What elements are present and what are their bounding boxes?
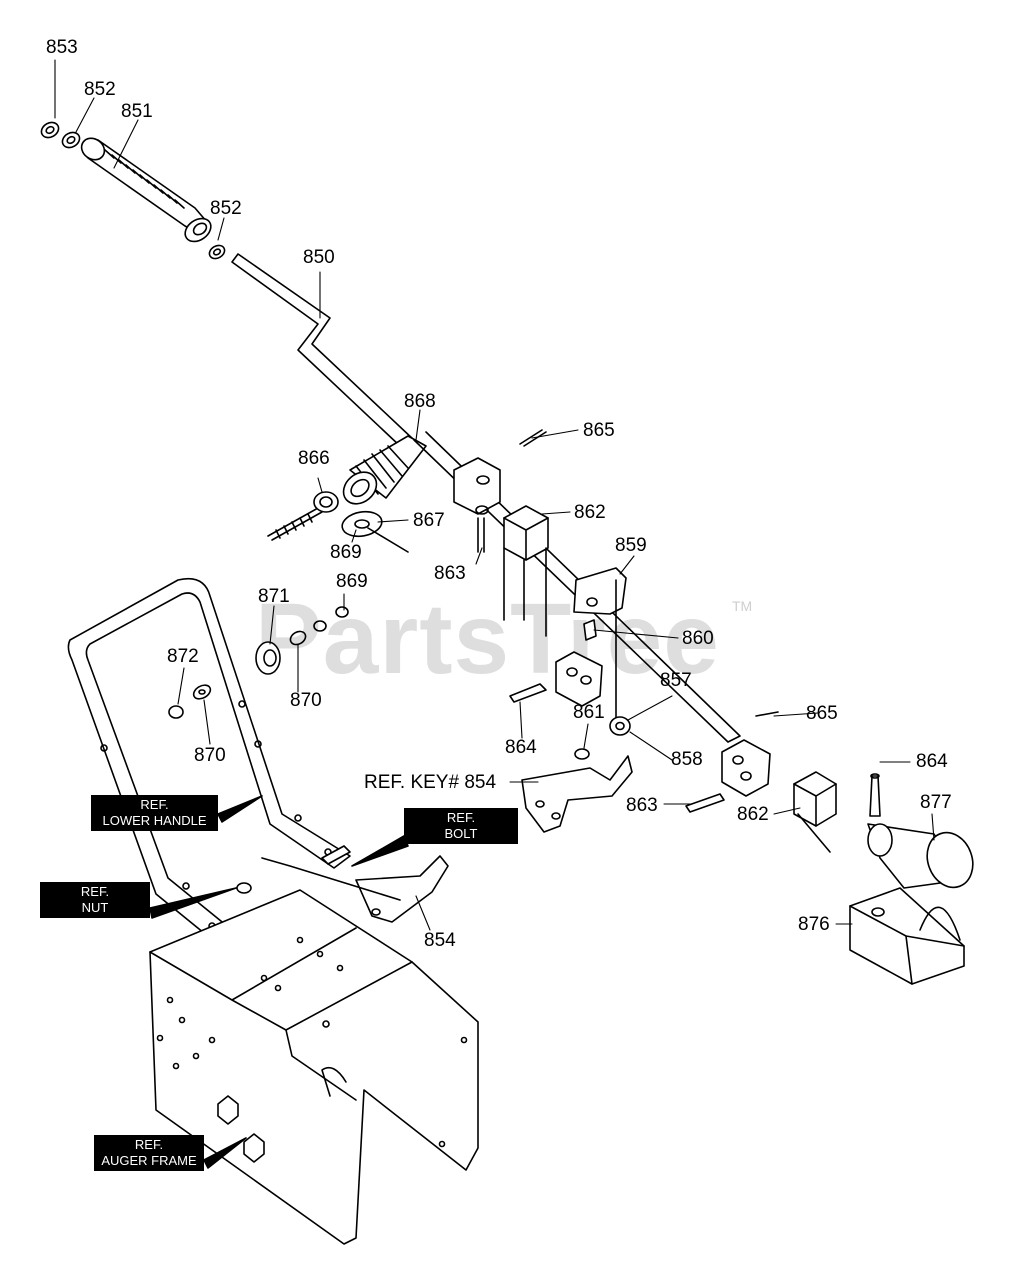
rod-850 <box>231 253 415 447</box>
ref-bolt-line1: REF. <box>446 810 476 825</box>
spring-868 <box>342 431 741 743</box>
label-858: 858 <box>671 749 703 770</box>
ref-bolt-line2: BOLT <box>444 826 478 841</box>
cylinder-877 <box>867 823 974 889</box>
ref-bolt: REF. BOLT <box>404 808 518 844</box>
washer-870-upper <box>289 630 307 646</box>
label-865-lower: 865 <box>806 703 838 724</box>
label-866: 866 <box>298 448 330 469</box>
label-871: 871 <box>258 586 290 607</box>
washer-858 <box>609 716 631 736</box>
label-870-lower: 870 <box>194 745 226 766</box>
ref-nut-line1: REF. <box>80 884 110 899</box>
label-870-upper: 870 <box>290 690 322 711</box>
ref-auger-frame-line2: AUGER FRAME <box>101 1153 197 1168</box>
label-863-upper: 863 <box>434 563 466 584</box>
bracket-upper <box>453 429 547 553</box>
bolt-860 <box>583 619 597 641</box>
washer-867 <box>341 510 409 553</box>
pin-864-right <box>869 773 881 817</box>
label-876: 876 <box>798 914 830 935</box>
label-854: 854 <box>424 930 456 951</box>
watermark: PartsTree <box>255 583 720 695</box>
label-864-left: 864 <box>505 737 537 758</box>
ref-lower-handle-line2: LOWER HANDLE <box>102 813 207 828</box>
bracket-854-ref <box>521 755 633 833</box>
label-867: 867 <box>413 510 445 531</box>
auger-frame <box>149 889 479 1245</box>
label-ref-key-854: REF. KEY# 854 <box>364 772 497 793</box>
eyebolt-866 <box>267 491 339 541</box>
label-868: 868 <box>404 391 436 412</box>
label-852-lower: 852 <box>210 198 242 219</box>
label-860: 860 <box>682 628 714 649</box>
block-876 <box>849 887 965 985</box>
label-872: 872 <box>167 646 199 667</box>
part-871 <box>255 641 281 675</box>
nut-ref <box>236 882 252 894</box>
leader-lines <box>54 59 935 931</box>
watermark-tm: TM <box>732 598 753 614</box>
washer-852-lower <box>208 244 226 260</box>
label-865-upper: 865 <box>583 420 615 441</box>
label-869-b: 869 <box>336 571 368 592</box>
label-862-upper: 862 <box>574 502 606 523</box>
washer-869-pair <box>313 606 349 632</box>
ref-arrows <box>149 795 409 1169</box>
clip-859 <box>573 567 627 721</box>
label-852-top: 852 <box>84 79 116 100</box>
ref-auger-frame-line1: REF. <box>134 1137 164 1152</box>
bracket-right <box>685 711 779 813</box>
grip-851 <box>80 137 212 243</box>
pin-864-left <box>509 683 547 703</box>
washer-853 <box>40 121 60 139</box>
label-864-right: 864 <box>916 751 948 772</box>
block-862-upper <box>503 505 549 637</box>
label-863-lower: 863 <box>626 795 658 816</box>
bracket-mid <box>555 651 603 707</box>
washer-870-lower <box>192 684 212 700</box>
ref-auger-frame: REF. AUGER FRAME <box>94 1135 204 1171</box>
bolt-ref <box>321 845 351 865</box>
label-859: 859 <box>615 535 647 556</box>
label-851: 851 <box>121 101 153 122</box>
bracket-854 <box>261 855 449 923</box>
ref-nut-line2: NUT <box>81 900 109 915</box>
ref-lower-handle: REF. LOWER HANDLE <box>91 795 218 831</box>
label-853: 853 <box>46 37 78 58</box>
nut-861 <box>574 748 590 760</box>
label-861: 861 <box>573 702 605 723</box>
block-862-lower <box>793 771 837 853</box>
label-857: 857 <box>660 670 692 691</box>
label-869-a: 869 <box>330 542 362 563</box>
ref-lower-handle-line1: REF. <box>140 797 169 812</box>
ref-nut: REF. NUT <box>40 882 150 918</box>
label-850: 850 <box>303 247 335 268</box>
nut-872 <box>168 705 184 719</box>
washer-852-top <box>61 131 81 149</box>
label-877: 877 <box>920 792 952 813</box>
label-862-lower: 862 <box>737 804 769 825</box>
